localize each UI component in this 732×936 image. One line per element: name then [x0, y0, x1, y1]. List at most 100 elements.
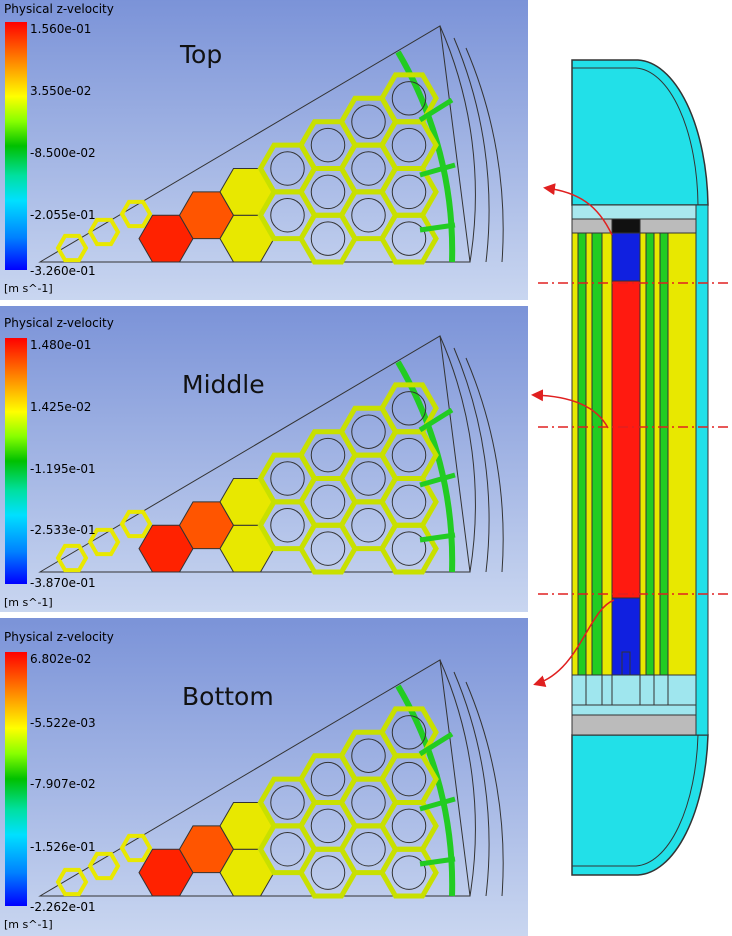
top-grid-plate [571, 204, 697, 220]
legend-tick-1: -5.522e-03 [30, 716, 96, 730]
fuel-pin [391, 221, 427, 256]
fuel-pin [391, 437, 427, 473]
radial-channel [419, 162, 456, 178]
radial-channel [418, 97, 454, 123]
fuel-pin [310, 531, 346, 566]
radial-channel [418, 731, 454, 757]
fuel-pin [391, 808, 427, 844]
coolant-hex-channel [379, 706, 439, 759]
fuel-pin [270, 507, 305, 543]
lower-plenum-wall [572, 734, 699, 867]
apex-hex-channel [87, 527, 121, 557]
legend-title: Physical z-velocity [4, 316, 114, 330]
reactor-schematic [531, 59, 732, 876]
reflector-arc [439, 25, 476, 263]
apex-hex-channel [119, 199, 153, 229]
color-scale-bar [5, 338, 27, 584]
reflector-arc [453, 37, 490, 263]
fuel-pin [391, 127, 427, 163]
section-cut-lines [538, 282, 732, 595]
fuel-pin [270, 151, 305, 186]
radial-channel [419, 472, 456, 488]
section-label: Bottom [182, 682, 274, 711]
vessel-wall [695, 204, 709, 736]
fuel-pin [310, 221, 346, 256]
coolant-hex-channel [379, 382, 439, 435]
inner-channel [591, 232, 603, 676]
inlet-pipe [621, 651, 631, 676]
color-scale-bar [5, 22, 27, 270]
legend-unit: [m s^-1] [4, 596, 53, 609]
legend-tick-1: 1.425e-02 [30, 400, 92, 414]
legend-tick-3: -2.533e-01 [30, 523, 96, 537]
apex-hex-channel [87, 851, 121, 881]
fuel-pin [310, 808, 346, 844]
legend-unit: [m s^-1] [4, 918, 53, 931]
section-arrows [531, 183, 615, 687]
fuel-pin [391, 715, 427, 750]
apex-hex-channel [119, 833, 153, 863]
legend-title: Physical z-velocity [4, 2, 114, 16]
legend-title: Physical z-velocity [4, 630, 114, 644]
cold-zone-top [611, 232, 641, 282]
contour-panel-middle: Physical z-velocity 1.480e-01 1.425e-02 … [0, 306, 528, 612]
legend-tick-4: -2.262e-01 [30, 900, 96, 914]
legend-tick-0: 1.480e-01 [30, 338, 92, 352]
fuel-pin [391, 391, 427, 426]
wedge-geometry [38, 335, 504, 575]
fuel-pin [391, 484, 427, 520]
inlet-cells [572, 675, 696, 706]
legend-unit: [m s^-1] [4, 282, 53, 295]
contour-plot-bottom [0, 618, 528, 936]
radial-channel [419, 532, 456, 543]
fuel-pin [351, 507, 386, 543]
fuel-pin [351, 738, 386, 773]
fuel-pin [391, 81, 427, 116]
fuel-pin [270, 831, 305, 867]
fuel-pin [391, 174, 427, 210]
cold-zone-bottom [611, 597, 641, 676]
downcomer-channel [645, 232, 655, 676]
fuel-pin [310, 761, 346, 797]
coolant-hex-channel [379, 72, 439, 125]
radial-channel [419, 222, 456, 233]
legend-tick-3: -1.526e-01 [30, 840, 96, 854]
bottom-inlet [571, 674, 697, 716]
contour-plot-top [0, 0, 528, 300]
apex-hex-channel [55, 867, 89, 897]
fuel-pin [351, 414, 386, 449]
side-channel [659, 232, 669, 676]
fuel-pin [270, 785, 305, 820]
contour-plot-middle [0, 306, 528, 612]
reflector-arc [465, 681, 504, 897]
radial-channel [419, 856, 456, 867]
radial-channel [419, 796, 456, 812]
wedge-geometry [38, 25, 504, 265]
contour-panel-top: Physical z-velocity 1.560e-01 3.550e-02 … [0, 0, 528, 300]
fuel-pin [351, 104, 386, 139]
legend-tick-2: -1.195e-01 [30, 462, 96, 476]
fuel-pin [270, 461, 305, 496]
reflector-arc [453, 671, 490, 897]
fuel-pin [310, 484, 346, 520]
reflector-arc [453, 347, 490, 573]
fuel-pin [310, 127, 346, 163]
fuel-pin [351, 461, 386, 496]
fuel-pin [310, 174, 346, 210]
upper-plenum [571, 59, 709, 206]
upper-plenum-wall [572, 67, 699, 206]
fuel-pin [351, 197, 386, 233]
apex-hex-channel [87, 217, 121, 247]
fuel-pin [351, 785, 386, 820]
color-scale-bar [5, 652, 27, 906]
fuel-pin [310, 855, 346, 890]
fuel-pin [351, 831, 386, 867]
bottom-reflector [571, 714, 697, 736]
fuel-pin [270, 197, 305, 233]
lower-plenum [571, 734, 709, 876]
black-plug [611, 218, 641, 234]
apex-hex-channel [119, 509, 153, 539]
apex-hex-channel [55, 233, 89, 263]
legend-tick-0: 6.802e-02 [30, 652, 92, 666]
wedge-geometry [38, 659, 504, 899]
